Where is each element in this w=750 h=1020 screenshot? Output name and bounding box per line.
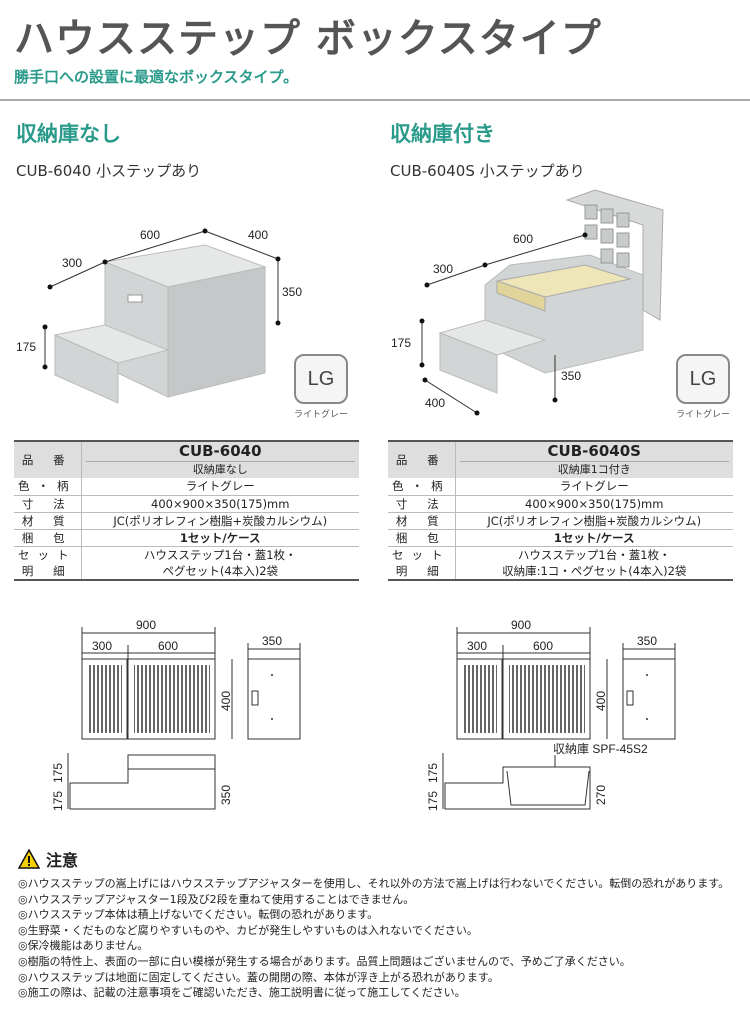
caution-item: ◎生野菜・くだものなど腐りやすいものや、カビが発生しやすいものは入れないでくださ…	[18, 923, 478, 937]
title-divider	[0, 99, 750, 101]
caution-item: ◎ハウスステップ本体は積上げないでください。転倒の恐れがあります。	[18, 908, 379, 922]
dim-h1: 175	[51, 763, 65, 783]
product-subtype: 収納庫1コ付き	[557, 463, 631, 476]
color-badge-left: LG	[294, 354, 348, 404]
dim-h2-right: 175	[426, 791, 440, 811]
spec-label: 梱 包	[14, 529, 81, 547]
spec-label: 明 細	[21, 563, 73, 578]
spec-label: 材 質	[14, 512, 81, 530]
product-illustration-left: 600 400 300 350 175	[16, 228, 302, 404]
spec-value: ハウスステップ1台・蓋1枚・	[517, 547, 671, 562]
dim-h1-right: 175	[426, 763, 440, 783]
section-title-no-storage: 収納庫なし	[16, 122, 121, 146]
dim-400-right: 400	[425, 396, 445, 410]
spec-label: 色・柄	[14, 478, 81, 496]
dim-h3-right: 270	[594, 785, 608, 805]
dim-side-right: 350	[637, 634, 657, 648]
caution-list: ◎ハウスステップの嵩上げにはハウスステップアジャスターを使用し、それ以外の方法で…	[18, 876, 729, 1001]
section-title-with-storage: 収納庫付き	[390, 122, 495, 146]
color-caption-right: ライトグレー	[675, 410, 730, 420]
product-illustration-right: 600 300 175 350 400	[391, 189, 664, 416]
storage-label: 収納庫 SPF-45S2	[553, 742, 648, 756]
spec-value: 400×900×350(175)mm	[80, 495, 359, 513]
spec-label: 梱 包	[388, 529, 455, 547]
dim-175: 175	[16, 340, 36, 354]
spec-value: 400×900×350(175)mm	[454, 495, 733, 513]
dim-side: 350	[262, 634, 282, 648]
spec-label: セット	[392, 547, 451, 562]
caution-item: ◎樹脂の特性上、表面の一部に白い模様が発生する場合があります。品質上問題はござい…	[18, 954, 631, 968]
spec-value: ライトグレー	[454, 478, 733, 496]
dim-600-right: 600	[513, 232, 533, 246]
dim-h2: 175	[51, 791, 65, 811]
dim-total-right: 900	[511, 618, 531, 632]
model-label-right: CUB-6040S 小ステップあり	[390, 162, 585, 180]
dim-175-right: 175	[391, 336, 411, 350]
spec-label: 寸 法	[388, 495, 455, 513]
dim-600: 600	[140, 228, 160, 242]
dim-b: 600	[158, 639, 178, 653]
color-badge-right: LG	[676, 354, 730, 404]
caution-item: ◎ハウスステップアジャスター1段及び2段を重ねて使用することはできません。	[18, 892, 415, 906]
product-code: CUB-6040S	[459, 442, 729, 462]
caution-title: 注意	[46, 851, 79, 870]
spec-value: JC(ポリオレフィン樹脂+炭酸カルシウム)	[80, 512, 359, 530]
spec-value: ペグセット(4本入)2袋	[162, 563, 279, 578]
spec-label: 材 質	[388, 512, 455, 530]
spec-value: 1セット/ケース	[454, 529, 733, 547]
spec-value: ハウスステップ1台・蓋1枚・	[143, 547, 297, 562]
dim-300: 300	[62, 256, 82, 270]
caution-item: ◎保冷機能はありません。	[18, 939, 149, 953]
dim-350-right: 350	[561, 369, 581, 383]
spec-label: 明 細	[395, 563, 447, 578]
page-subtitle: 勝手口への設置に最適なボックスタイプ。	[14, 68, 299, 86]
dim-a-right: 300	[467, 639, 487, 653]
technical-drawing-right: 900 300 600 350 400 収納庫 SPF-45S2 175 175…	[426, 618, 676, 811]
warning-icon	[18, 849, 40, 869]
dim-b-right: 600	[533, 639, 553, 653]
spec-value: ライトグレー	[80, 478, 359, 496]
model-label-left: CUB-6040 小ステップあり	[16, 162, 202, 180]
product-subtype: 収納庫なし	[192, 463, 248, 476]
dim-h3: 350	[219, 785, 233, 805]
dim-depth-right: 400	[594, 691, 608, 711]
product-code: CUB-6040	[85, 442, 355, 462]
page-title: ハウスステップ ボックスタイプ	[14, 16, 602, 62]
spec-label: セット	[18, 547, 77, 562]
spec-label: 色・柄	[388, 478, 455, 496]
dim-300-right: 300	[433, 262, 453, 276]
dim-total: 900	[136, 618, 156, 632]
caution-item: ◎ハウスステップの嵩上げにはハウスステップアジャスターを使用し、それ以外の方法で…	[18, 877, 730, 890]
dim-350: 350	[282, 285, 302, 299]
spec-label: 寸 法	[14, 495, 81, 513]
dim-depth: 400	[219, 691, 233, 711]
color-caption-left: ライトグレー	[293, 410, 348, 420]
caution-item: ◎施工の際は、記載の注意事項をご確認いただき、施工説明書に従って施工してください…	[18, 986, 466, 1000]
spec-value: 1セット/ケース	[80, 529, 359, 547]
spec-label: 品 番	[14, 440, 81, 478]
spec-value: JC(ポリオレフィン樹脂+炭酸カルシウム)	[454, 512, 733, 530]
caution-heading: 注意	[18, 847, 78, 871]
dim-400: 400	[248, 228, 268, 242]
spec-value: 収納庫:1コ・ペグセット(4本入)2袋	[502, 563, 687, 578]
spec-label: 品 番	[388, 440, 455, 478]
caution-item: ◎ハウスステップは地面に固定してください。蓋の開閉の際、本体が浮き上がる恐れがあ…	[18, 970, 499, 984]
technical-drawing-left: 900 300 600 350 400 175 175 350	[51, 618, 301, 811]
dim-a: 300	[92, 639, 112, 653]
